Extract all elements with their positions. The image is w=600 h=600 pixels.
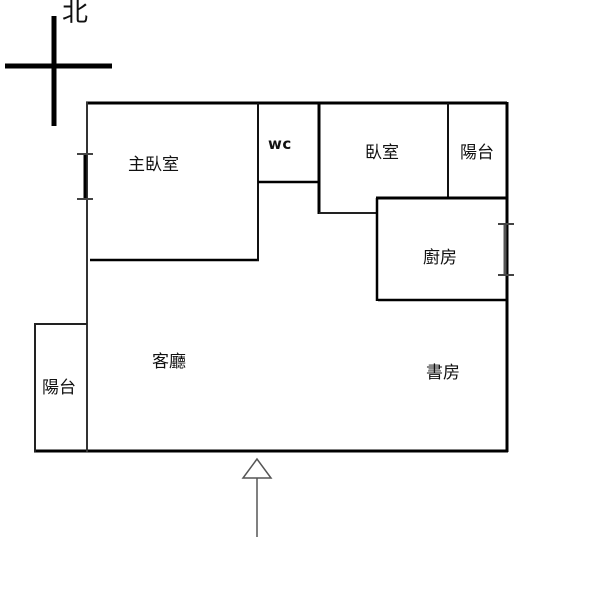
room-label-balcony-west: 陽台	[42, 378, 76, 398]
room-label-living-room: 客廳	[152, 352, 186, 372]
room-label-master-bedroom: 主臥室	[128, 155, 179, 175]
room-label-wc: wc	[268, 135, 292, 153]
compass-icon	[5, 16, 112, 126]
room-label-bedroom: 臥室	[365, 143, 399, 163]
balcony-west-walls	[34, 323, 87, 452]
wc-walls	[258, 103, 321, 214]
master-bedroom-walls	[90, 103, 259, 262]
outer-walls	[34, 101, 509, 453]
room-label-balcony-east: 陽台	[460, 143, 494, 163]
room-label-kitchen: 廚房	[423, 248, 457, 268]
window-kitchen-icon	[498, 223, 514, 276]
room-label-study: 書房	[426, 363, 460, 383]
kitchen-walls	[375, 196, 507, 302]
entrance-arrow-icon	[241, 457, 273, 537]
compass-north-label: 北	[62, 0, 89, 28]
window-master-bedroom-icon	[77, 153, 93, 200]
